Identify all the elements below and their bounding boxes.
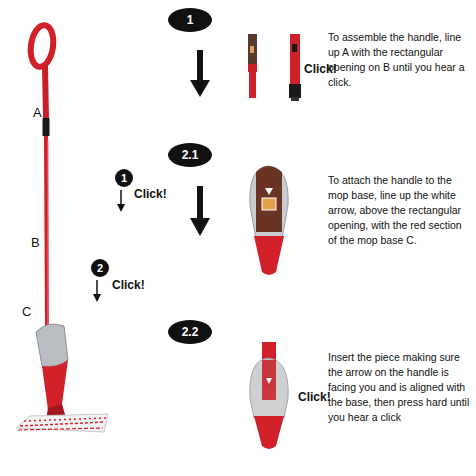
click-note: Click!: [134, 187, 167, 201]
node-text: 1: [187, 13, 194, 27]
mop-illustration: [16, 24, 108, 432]
step-number: 1: [168, 8, 212, 32]
instruction-text: Insert the piece making sure the arrow o…: [328, 350, 470, 425]
callout-number: 2: [91, 259, 109, 277]
node-text: 1: [121, 172, 127, 184]
step-number: 2.2: [168, 320, 212, 344]
handle-pieces: [248, 34, 301, 101]
click-note: Click!: [112, 278, 145, 292]
node-text: 2: [97, 262, 103, 274]
callout-number: 1: [115, 169, 133, 187]
step-number: 2.1: [168, 143, 212, 167]
click-note: Click!: [298, 390, 331, 404]
base-closeup-1: [250, 166, 288, 275]
part-letter: B: [31, 235, 40, 250]
part-letter: C: [22, 304, 31, 319]
node-text: 2.2: [182, 325, 199, 339]
part-letter: A: [33, 105, 42, 120]
base-closeup-2: [250, 342, 288, 449]
instruction-text: To attach the handle to the mop base, li…: [328, 173, 470, 248]
instruction-text: To assemble the handle, line up A with t…: [328, 30, 470, 90]
node-text: 2.1: [182, 148, 199, 162]
